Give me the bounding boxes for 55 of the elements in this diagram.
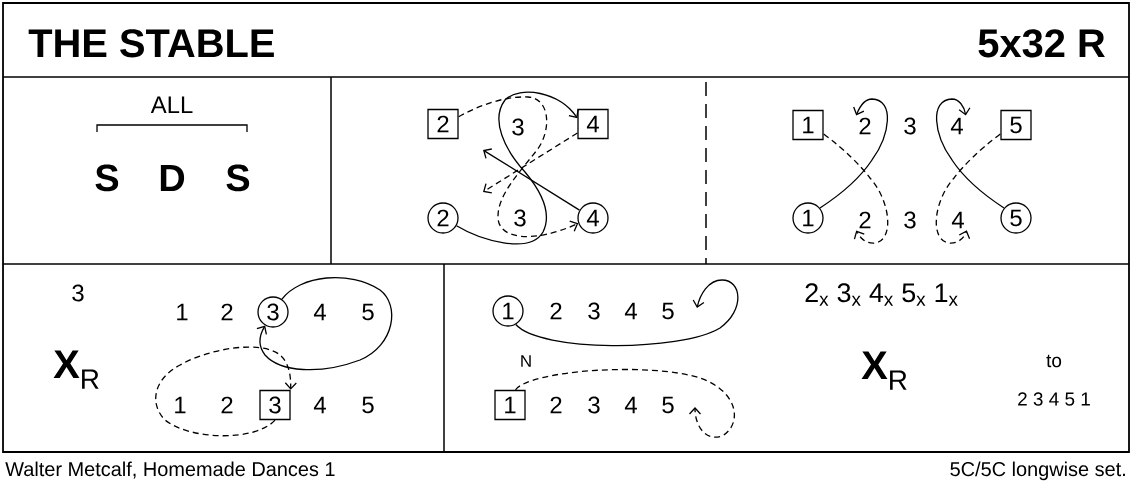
dancer-number: 4	[951, 211, 964, 229]
dancer-number: 5	[662, 302, 674, 320]
path-arrow	[483, 132, 578, 194]
path-arrow	[256, 276, 393, 371]
figure-symbol: X$_{R}$	[53, 350, 99, 389]
path-arrow	[515, 279, 739, 347]
path-arrow	[936, 98, 1005, 209]
dancer-number: 5	[662, 396, 674, 414]
order-list: 2 3 4 5 1	[1018, 392, 1090, 406]
dancer-number: 5	[362, 396, 374, 414]
dancer-number: 2	[221, 303, 233, 321]
dancer-square: 4	[577, 108, 609, 140]
dancer-number: 2	[859, 211, 871, 229]
dancer-square: 2	[427, 108, 459, 140]
dancer-number: 3	[904, 117, 916, 135]
title: THE STABLE	[28, 29, 274, 58]
path-arrow	[823, 133, 889, 244]
dancer-number: 2	[550, 302, 562, 320]
dancer-number: 3	[904, 211, 916, 229]
dance-type: 5x32 R	[978, 29, 1105, 58]
dancer-number: 2	[221, 396, 233, 414]
dancer-square: 1	[494, 389, 526, 421]
note-text: to	[1046, 354, 1062, 368]
dancer-number: 4	[950, 117, 963, 135]
dancer-number: 3	[588, 396, 600, 414]
dancer-square: 5	[1000, 109, 1032, 141]
dancer-number: 4	[624, 302, 637, 320]
footer-text: Walter Metcalf, Homemade Dances 1	[5, 461, 335, 479]
dancer-number: 2	[859, 117, 871, 135]
path-arrow	[514, 368, 736, 438]
dancer-square: 3	[259, 389, 291, 421]
path-arrow	[935, 133, 1001, 244]
position-list: 2$_{x}$ 3$_{x}$ 4$_{x}$ 5$_{x}$ 1$_{x}$	[805, 283, 958, 306]
dancer-number: 3	[588, 302, 600, 320]
dancer-number: 3	[512, 118, 524, 136]
dancer-number: 4	[624, 396, 637, 414]
dancer-number: 4	[313, 303, 326, 321]
dancer-number: 1	[177, 303, 188, 321]
dancer-number: 2	[550, 396, 562, 414]
step-letter: S	[226, 164, 250, 192]
path-arrow	[483, 148, 581, 211]
couple-number: 3	[72, 284, 84, 302]
group-label: ALL	[150, 96, 193, 113]
path-arrow	[155, 346, 297, 437]
figure-symbol: X$_{R}$	[861, 351, 907, 390]
dancer-number: 5	[362, 303, 374, 321]
dancer-square: 1	[792, 109, 824, 141]
path-arrow	[819, 98, 889, 209]
step-letter: D	[160, 164, 185, 191]
step-letter: S	[95, 164, 119, 192]
dancer-number: 4	[313, 396, 326, 414]
dancer-number: 1	[175, 396, 186, 414]
dancer-number: 3	[514, 209, 526, 227]
footer-text: 5C/5C longwise set.	[950, 461, 1125, 481]
note-letter: N	[521, 355, 531, 367]
